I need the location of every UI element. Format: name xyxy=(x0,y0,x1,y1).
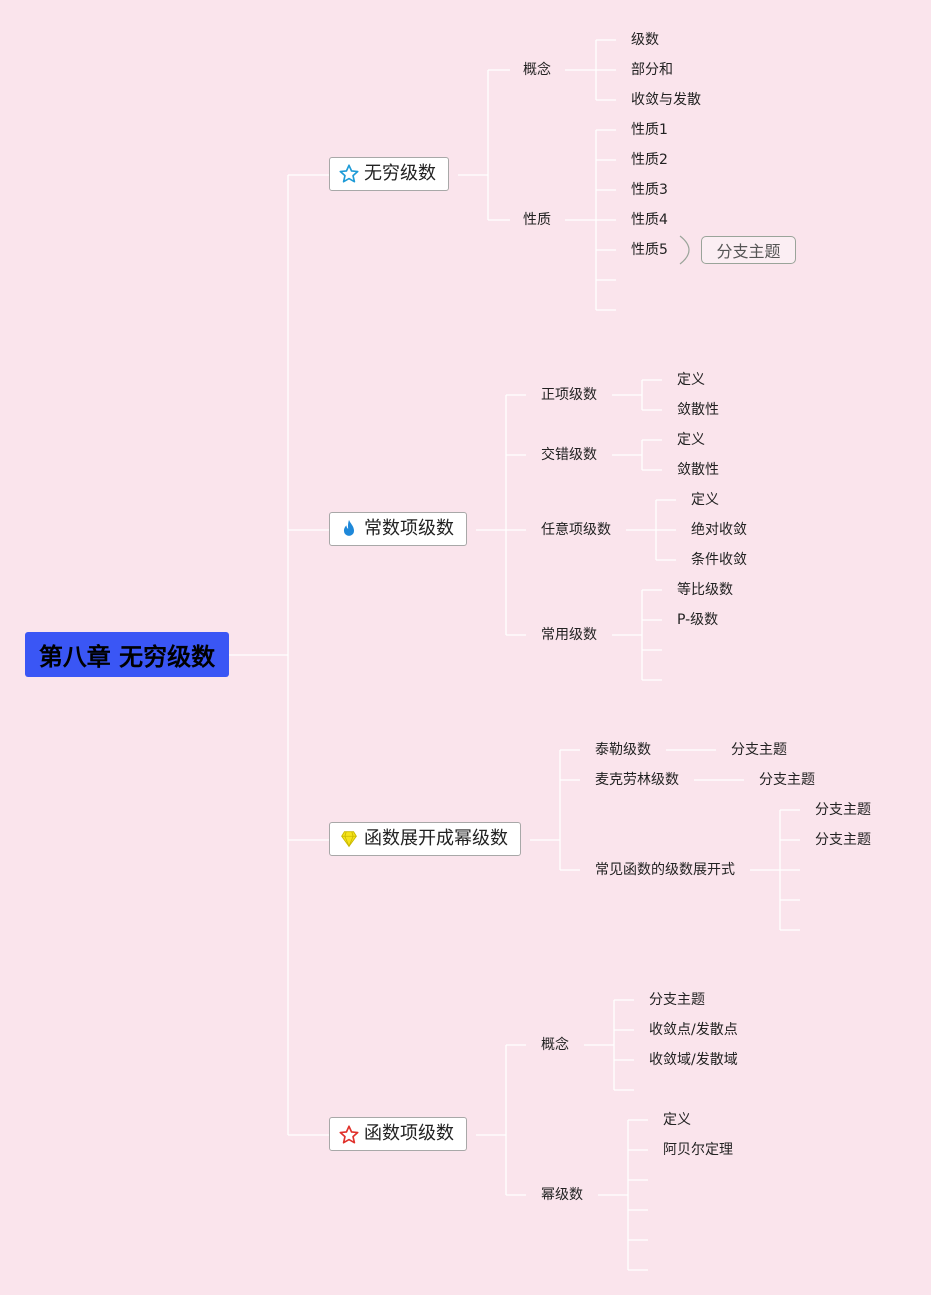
b4-concept-item[interactable]: 分支主题 xyxy=(649,992,705,1008)
b1-property-item[interactable]: 性质3 xyxy=(631,182,668,198)
b2-arbitrary[interactable]: 任意项级数 xyxy=(541,522,611,538)
branch-function-series[interactable]: 函数项级数 xyxy=(329,1117,467,1151)
b1-concept[interactable]: 概念 xyxy=(523,62,551,78)
b4-power[interactable]: 幂级数 xyxy=(541,1187,583,1203)
b3-taylor[interactable]: 泰勒级数 xyxy=(595,742,651,758)
b1-property-item[interactable]: 性质5 xyxy=(631,242,668,258)
b2-alternating[interactable]: 交错级数 xyxy=(541,447,597,463)
b2-arbitrary-item[interactable]: 绝对收敛 xyxy=(691,522,747,538)
b3-maclaurin-child[interactable]: 分支主题 xyxy=(759,772,815,788)
root-topic[interactable]: 第八章 无穷级数 xyxy=(25,632,229,677)
b4-concept-item[interactable]: 收敛点/发散点 xyxy=(649,1022,738,1038)
branch-constant-series[interactable]: 常数项级数 xyxy=(329,512,467,546)
b3-common-item[interactable]: 分支主题 xyxy=(815,802,871,818)
b1-concept-item[interactable]: 收敛与发散 xyxy=(631,92,701,108)
b4-power-item[interactable]: 阿贝尔定理 xyxy=(663,1142,733,1158)
b4-concept[interactable]: 概念 xyxy=(541,1037,569,1053)
b2-common-item[interactable]: 等比级数 xyxy=(677,582,733,598)
star-outline-icon xyxy=(338,163,360,185)
b3-maclaurin[interactable]: 麦克劳林级数 xyxy=(595,772,679,788)
b2-common[interactable]: 常用级数 xyxy=(541,627,597,643)
b2-common-item[interactable]: P-级数 xyxy=(677,612,719,628)
b2-alternating-item[interactable]: 敛散性 xyxy=(677,462,719,478)
b3-common[interactable]: 常见函数的级数展开式 xyxy=(595,862,735,878)
b4-power-item[interactable]: 定义 xyxy=(663,1112,691,1128)
b1-property-item[interactable]: 性质2 xyxy=(631,152,668,168)
b2-alternating-item[interactable]: 定义 xyxy=(677,432,705,448)
branch-power-expansion[interactable]: 函数展开成幂级数 xyxy=(329,822,521,856)
star-red-icon xyxy=(338,1123,360,1145)
b2-positive-item[interactable]: 敛散性 xyxy=(677,402,719,418)
branch-infinite-series[interactable]: 无穷级数 xyxy=(329,157,449,191)
b3-taylor-child[interactable]: 分支主题 xyxy=(731,742,787,758)
b1-concept-item[interactable]: 部分和 xyxy=(631,62,673,78)
b1-property-item[interactable]: 性质4 xyxy=(631,212,668,228)
b3-common-item[interactable]: 分支主题 xyxy=(815,832,871,848)
b2-positive-item[interactable]: 定义 xyxy=(677,372,705,388)
b2-arbitrary-item[interactable]: 条件收敛 xyxy=(691,552,747,568)
b1-property[interactable]: 性质 xyxy=(523,212,551,228)
b4-concept-item[interactable]: 收敛域/发散域 xyxy=(649,1052,738,1068)
b1-concept-item[interactable]: 级数 xyxy=(631,32,659,48)
flame-icon xyxy=(338,518,360,540)
b2-arbitrary-item[interactable]: 定义 xyxy=(691,492,719,508)
diamond-icon xyxy=(338,828,360,850)
b2-positive[interactable]: 正项级数 xyxy=(541,387,597,403)
floating-topic[interactable]: 分支主题 xyxy=(701,236,796,264)
b1-property-item[interactable]: 性质1 xyxy=(631,122,668,138)
